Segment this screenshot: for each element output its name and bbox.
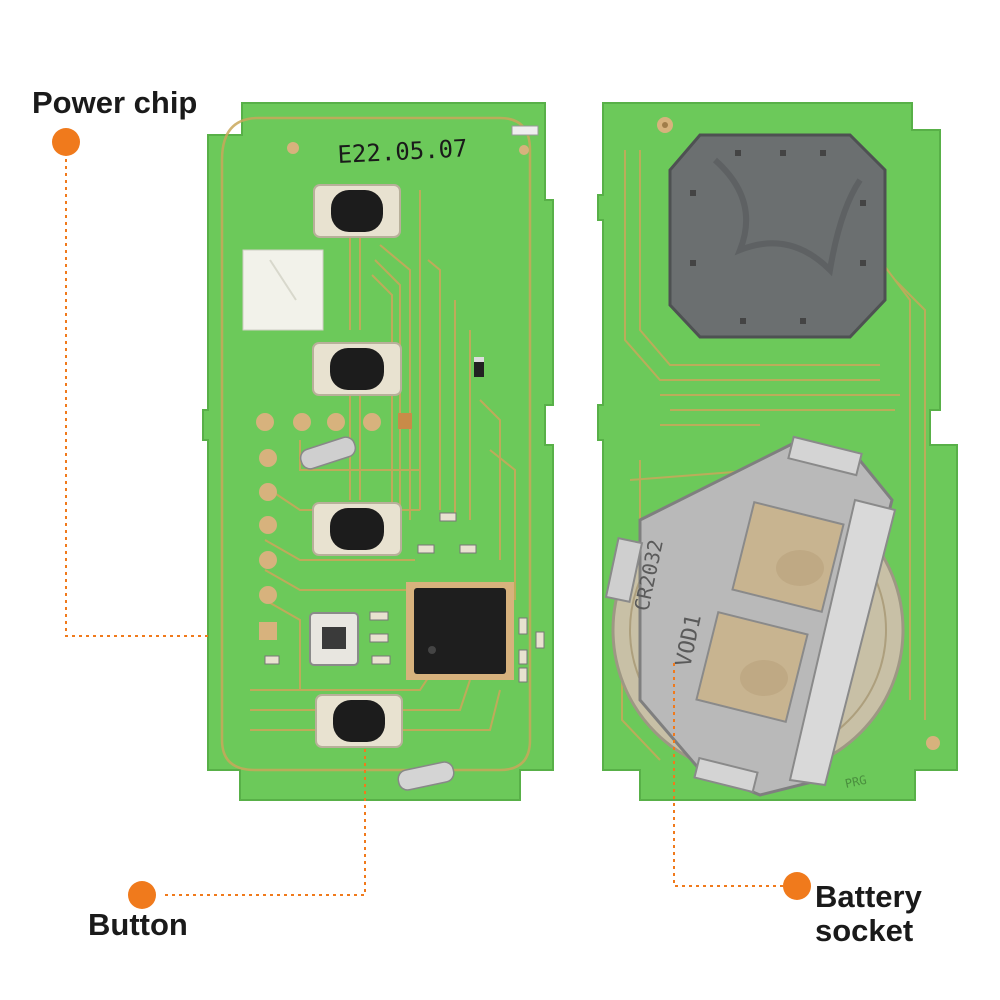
crystal-capsule-lower <box>397 761 455 791</box>
button-marker-dot <box>128 881 156 909</box>
battery-marker-dot <box>783 872 811 900</box>
power-chip-label: Power chip <box>32 85 198 120</box>
pcb-front: E22.05.07 <box>202 102 554 801</box>
smd-components <box>264 357 545 683</box>
button-label: Button <box>88 907 188 942</box>
pcb-back: CR2032 VOD1 PRG <box>597 102 958 801</box>
oscillator <box>309 612 359 666</box>
solder-pads <box>256 413 412 640</box>
leader-battery <box>673 660 783 887</box>
tactile-button-1 <box>313 184 401 238</box>
potted-module <box>668 133 887 339</box>
leader-power-chip <box>65 145 208 637</box>
white-label-pad <box>242 249 324 331</box>
power-chip-marker-dot <box>52 128 80 156</box>
tactile-button-2 <box>312 342 402 396</box>
battery-socket-label: Battery socket <box>815 879 922 948</box>
crystal-capsule-upper <box>299 436 357 470</box>
power-chip <box>406 582 514 680</box>
svg-text:PRG: PRG <box>844 773 868 791</box>
battery-socket: CR2032 VOD1 <box>604 435 905 797</box>
tactile-button-4 <box>315 694 403 748</box>
tactile-button-3 <box>312 502 402 556</box>
board-marking: E22.05.07 <box>337 134 468 169</box>
